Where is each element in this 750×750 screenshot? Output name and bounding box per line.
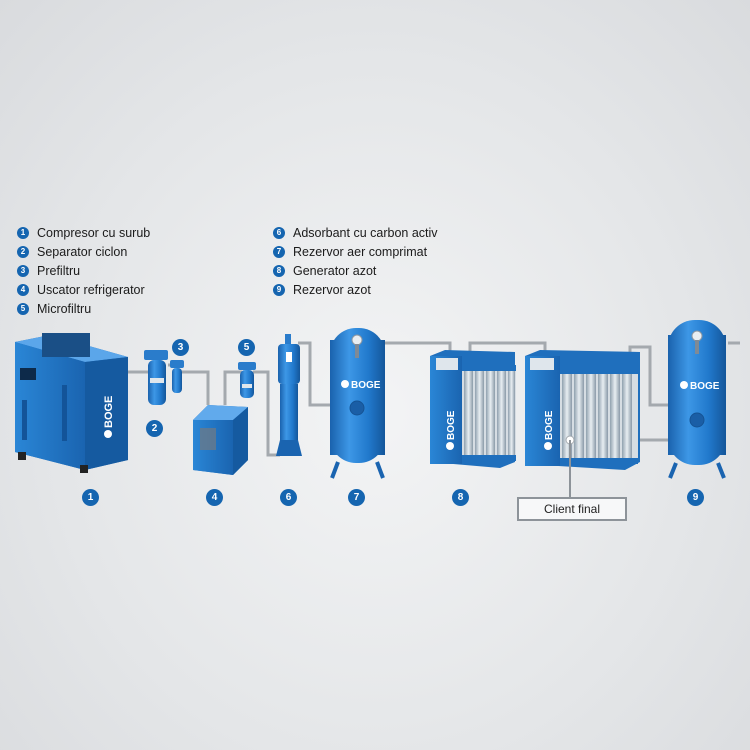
legend-item: 1 Compresor cu surub <box>17 223 150 242</box>
marker-3: 3 <box>172 339 189 356</box>
prefilter <box>170 360 184 393</box>
pipe-6-7 <box>298 341 333 407</box>
marker-8: 8 <box>452 489 469 506</box>
legend-label: Rezervor azot <box>293 282 371 297</box>
legend-item: 6 Adsorbant cu carbon activ <box>273 223 438 242</box>
nitrogen-receiver: BOGE <box>668 320 726 479</box>
microfilter <box>238 362 256 398</box>
legend-badge: 8 <box>273 264 285 277</box>
screw-compressor: BOGE <box>15 333 128 473</box>
legend-label: Prefiltru <box>37 263 81 278</box>
legend-label: Adsorbant cu carbon activ <box>293 225 438 240</box>
legend-item: 2 Separator ciclon <box>17 242 150 261</box>
marker-9: 9 <box>687 489 704 506</box>
legend-item: 7 Rezervor aer comprimat <box>273 242 438 261</box>
activated-carbon-adsorber <box>276 334 302 456</box>
legend-label: Rezervor aer comprimat <box>293 244 428 259</box>
legend-label: Compresor cu surub <box>37 225 151 240</box>
brand-logo-9: BOGE <box>690 381 720 392</box>
brand-logo-8b: BOGE <box>544 410 555 440</box>
marker-6: 6 <box>280 489 297 506</box>
pipe-5-6 <box>253 370 280 457</box>
client-final-label: Client final <box>517 497 627 521</box>
brand-logo-7: BOGE <box>351 380 381 391</box>
brand-logo-8a: BOGE <box>446 410 457 440</box>
legend-item: 5 Microfiltru <box>17 299 150 318</box>
marker-1: 1 <box>82 489 99 506</box>
legend-badge: 6 <box>273 226 285 239</box>
pipes <box>128 341 740 457</box>
marker-7: 7 <box>348 489 365 506</box>
legend-item: 8 Generator azot <box>273 261 438 280</box>
brand-logo-1: BOGE <box>103 396 115 428</box>
legend-label: Uscator refrigerator <box>37 282 145 297</box>
pipe-3-4 <box>182 370 210 405</box>
client-pointer <box>565 435 575 497</box>
marker-4: 4 <box>206 489 223 506</box>
refrigeration-dryer <box>193 405 248 475</box>
legend-label: Separator ciclon <box>37 244 128 259</box>
legend-badge: 5 <box>17 302 29 315</box>
legend-badge: 4 <box>17 283 29 296</box>
legend-badge: 2 <box>17 245 29 258</box>
pipe-8-mid <box>468 341 547 355</box>
legend-right: 6 Adsorbant cu carbon activ 7 Rezervor aer… <box>273 223 438 299</box>
cyclone-separator <box>144 350 168 405</box>
legend-item: 9 Rezervor azot <box>273 280 438 299</box>
nitrogen-generator-a: BOGE <box>430 350 516 468</box>
legend-badge: 9 <box>273 283 285 296</box>
nitrogen-generator-b: BOGE <box>525 350 640 470</box>
marker-5: 5 <box>238 339 255 356</box>
legend-item: 4 Uscator refrigerator <box>17 280 150 299</box>
legend-label: Microfiltru <box>37 301 92 316</box>
legend-badge: 1 <box>17 226 29 239</box>
legend-item: 3 Prefiltru <box>17 261 150 280</box>
compressed-air-receiver: BOGE <box>330 328 385 479</box>
marker-2: 2 <box>146 420 163 437</box>
legend-badge: 3 <box>17 264 29 277</box>
pipe-4-5 <box>223 370 242 405</box>
pipe-8-9 <box>628 345 670 407</box>
legend-badge: 7 <box>273 245 285 258</box>
legend-label: Generator azot <box>293 263 377 278</box>
